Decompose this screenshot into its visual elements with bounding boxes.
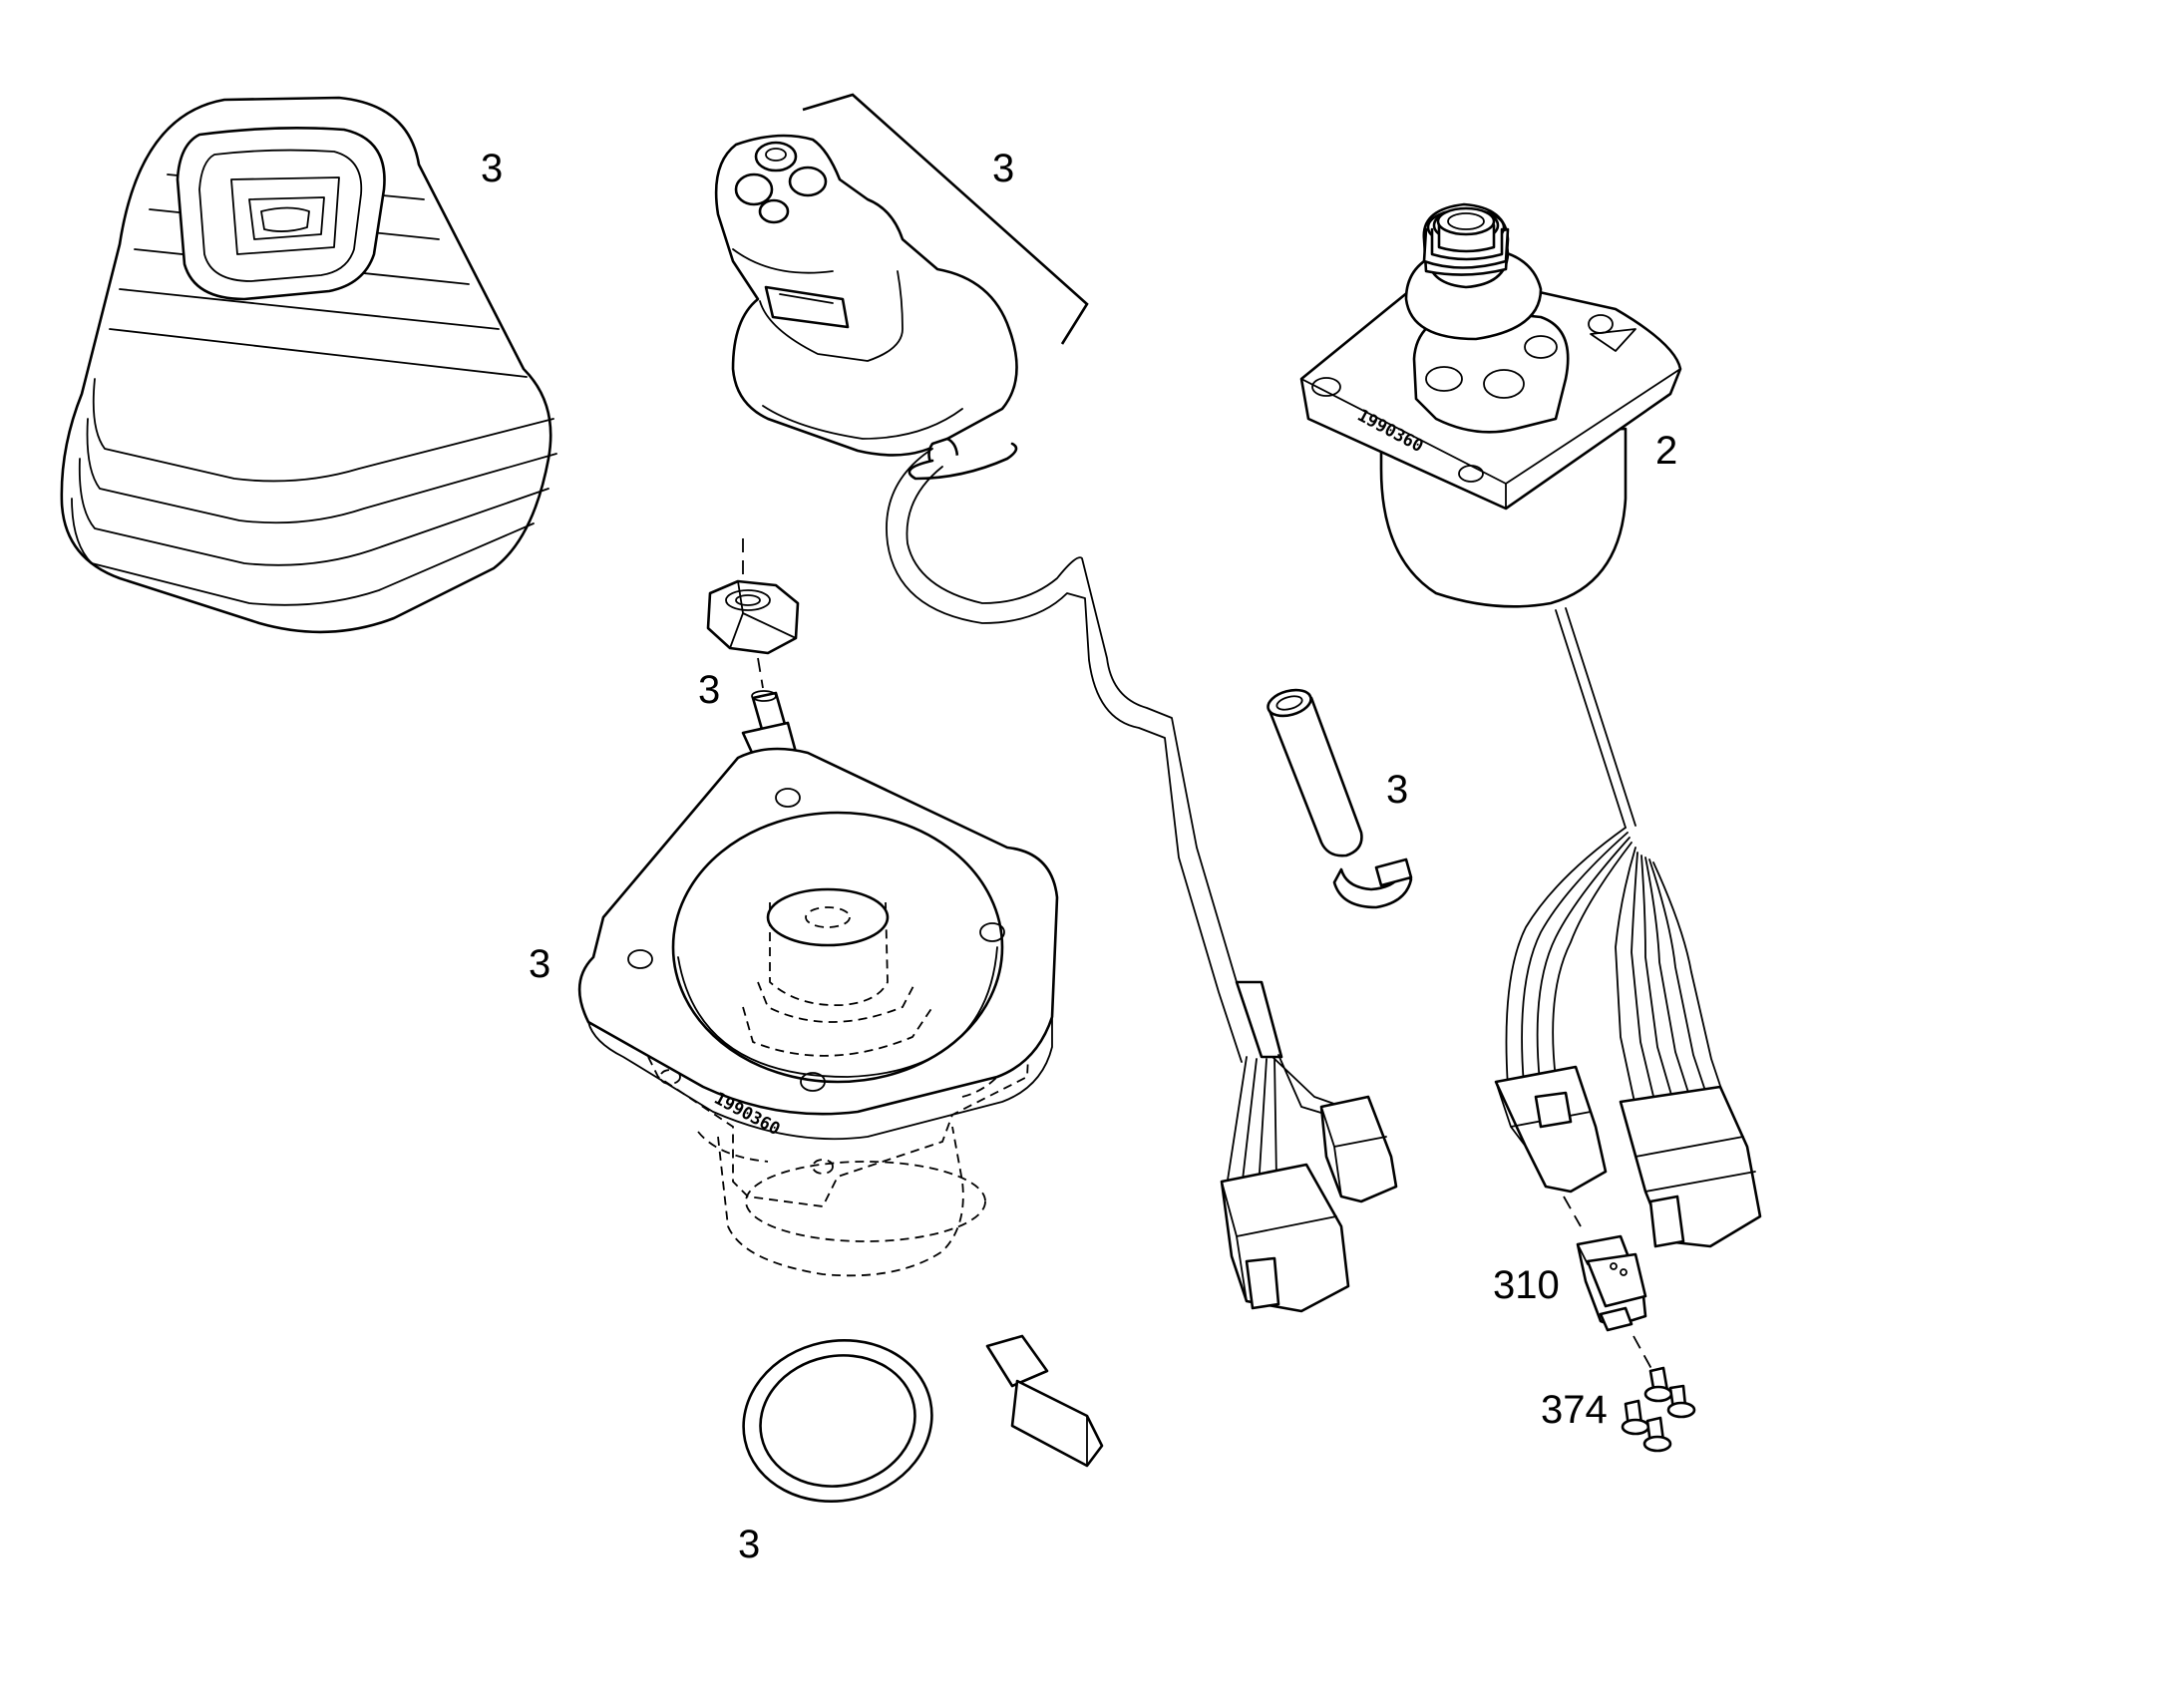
- valve-harness: [1494, 827, 1762, 1248]
- screws: [1621, 1366, 1696, 1453]
- callout-valve: 2: [1655, 429, 1677, 473]
- callout-plate: 3: [529, 942, 550, 986]
- rubber-boot: [60, 96, 557, 634]
- cable-strap: [742, 1334, 1104, 1504]
- callout-grip: 3: [992, 147, 1014, 190]
- callout-strap: 3: [738, 1523, 760, 1566]
- callout-sleeve: 3: [1386, 768, 1408, 812]
- grip-bracket: [802, 93, 1089, 345]
- sleeve-and-clip: [1267, 688, 1413, 909]
- callout-boot: 3: [481, 147, 503, 190]
- joystick-grip: [714, 134, 1263, 1063]
- callout-screws: 374: [1541, 1388, 1608, 1432]
- pilot-valve: 1990360: [1299, 202, 1682, 829]
- callout-connector: 310: [1493, 1263, 1560, 1307]
- connector-plug: [1563, 1196, 1656, 1377]
- grip-harness-connectors: [1220, 980, 1398, 1313]
- mounting-plate-assembly: 1990360: [577, 747, 1059, 1277]
- callout-nut: 3: [698, 668, 720, 712]
